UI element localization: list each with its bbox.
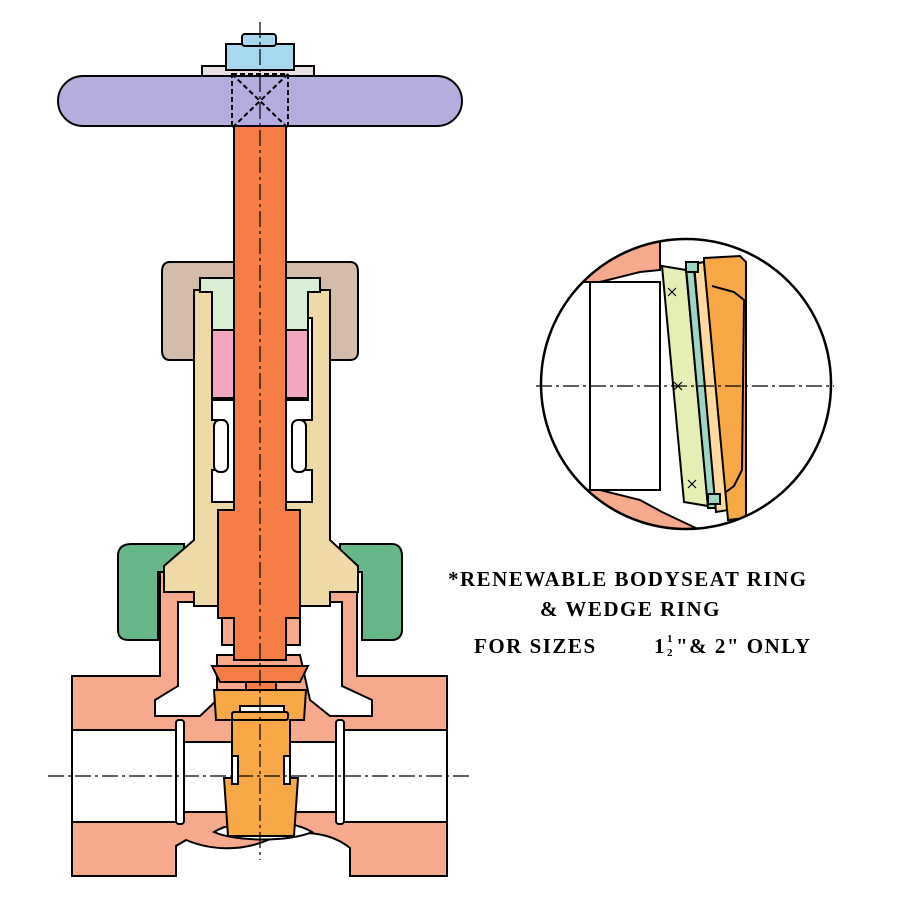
stem-nut-top: [241, 33, 277, 47]
seat-ring-left: [175, 719, 185, 825]
detail-wedge-inner: [711, 285, 746, 493]
seat-ring-right: [335, 719, 345, 825]
caption-fraction-numerator: 1: [667, 633, 673, 645]
bonnet-window-left: [213, 419, 229, 473]
center-lines: [48, 22, 472, 860]
detail-tab-bottom: [707, 493, 721, 505]
caption-line-3-suffix: "& 2" ONLY: [676, 634, 812, 658]
caption-line-3-prefix: FOR SIZES: [474, 634, 597, 658]
detail-tab-top: [685, 261, 699, 273]
detail-circle-outline: [539, 237, 833, 531]
caption-fraction-denominator: 2: [667, 647, 673, 659]
stem-square-hidden: [231, 73, 289, 129]
detail-view: [536, 237, 834, 531]
caption: *RENEWABLE BODYSEAT RING & WEDGE RING FO…: [448, 567, 812, 659]
caption-line-1: *RENEWABLE BODYSEAT RING: [448, 567, 808, 591]
caption-line-2: & WEDGE RING: [540, 597, 721, 621]
wedge-notch-left: [231, 755, 239, 785]
caption-line-3-whole: 1: [654, 634, 666, 658]
wedge-notch-right: [283, 755, 291, 785]
stem-shaft: [217, 125, 301, 661]
bonnet-window-right: [291, 419, 307, 473]
